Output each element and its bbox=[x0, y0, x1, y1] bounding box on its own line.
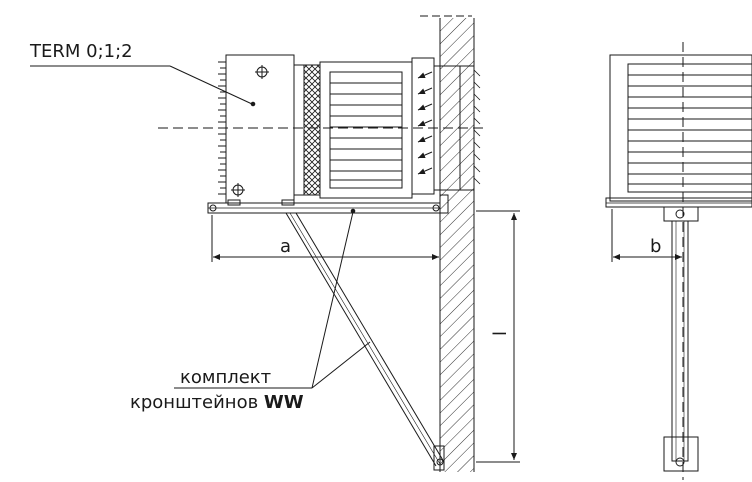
term-label: TERM 0;1;2 bbox=[29, 41, 133, 62]
bracket-kit-label-line2: кронштейнов WW bbox=[130, 392, 304, 413]
dimension-b bbox=[611, 209, 682, 262]
wall bbox=[420, 15, 475, 472]
dimension-a bbox=[211, 215, 439, 262]
heater-unit-front bbox=[605, 42, 752, 480]
term-leader bbox=[30, 65, 253, 105]
bracket-kit-label-model: WW bbox=[264, 392, 304, 413]
louvre-slats bbox=[330, 82, 402, 181]
dimension-l-label: l bbox=[490, 331, 511, 336]
dimension-b-label: b bbox=[650, 236, 661, 257]
bracket-kit-label-line1: комплект bbox=[180, 367, 271, 388]
front-louvre-slats bbox=[628, 74, 752, 185]
dimension-a-label: a bbox=[280, 236, 291, 257]
airflow-arrows bbox=[417, 71, 433, 175]
bracket-kit-leaders bbox=[174, 211, 371, 389]
ruler-ticks bbox=[218, 61, 226, 195]
wall-bracket-side bbox=[207, 194, 449, 471]
dimension-l bbox=[476, 210, 520, 463]
crosshair-mark bbox=[231, 65, 269, 197]
bracket-kit-label-prefix: кронштейнов bbox=[130, 392, 264, 413]
